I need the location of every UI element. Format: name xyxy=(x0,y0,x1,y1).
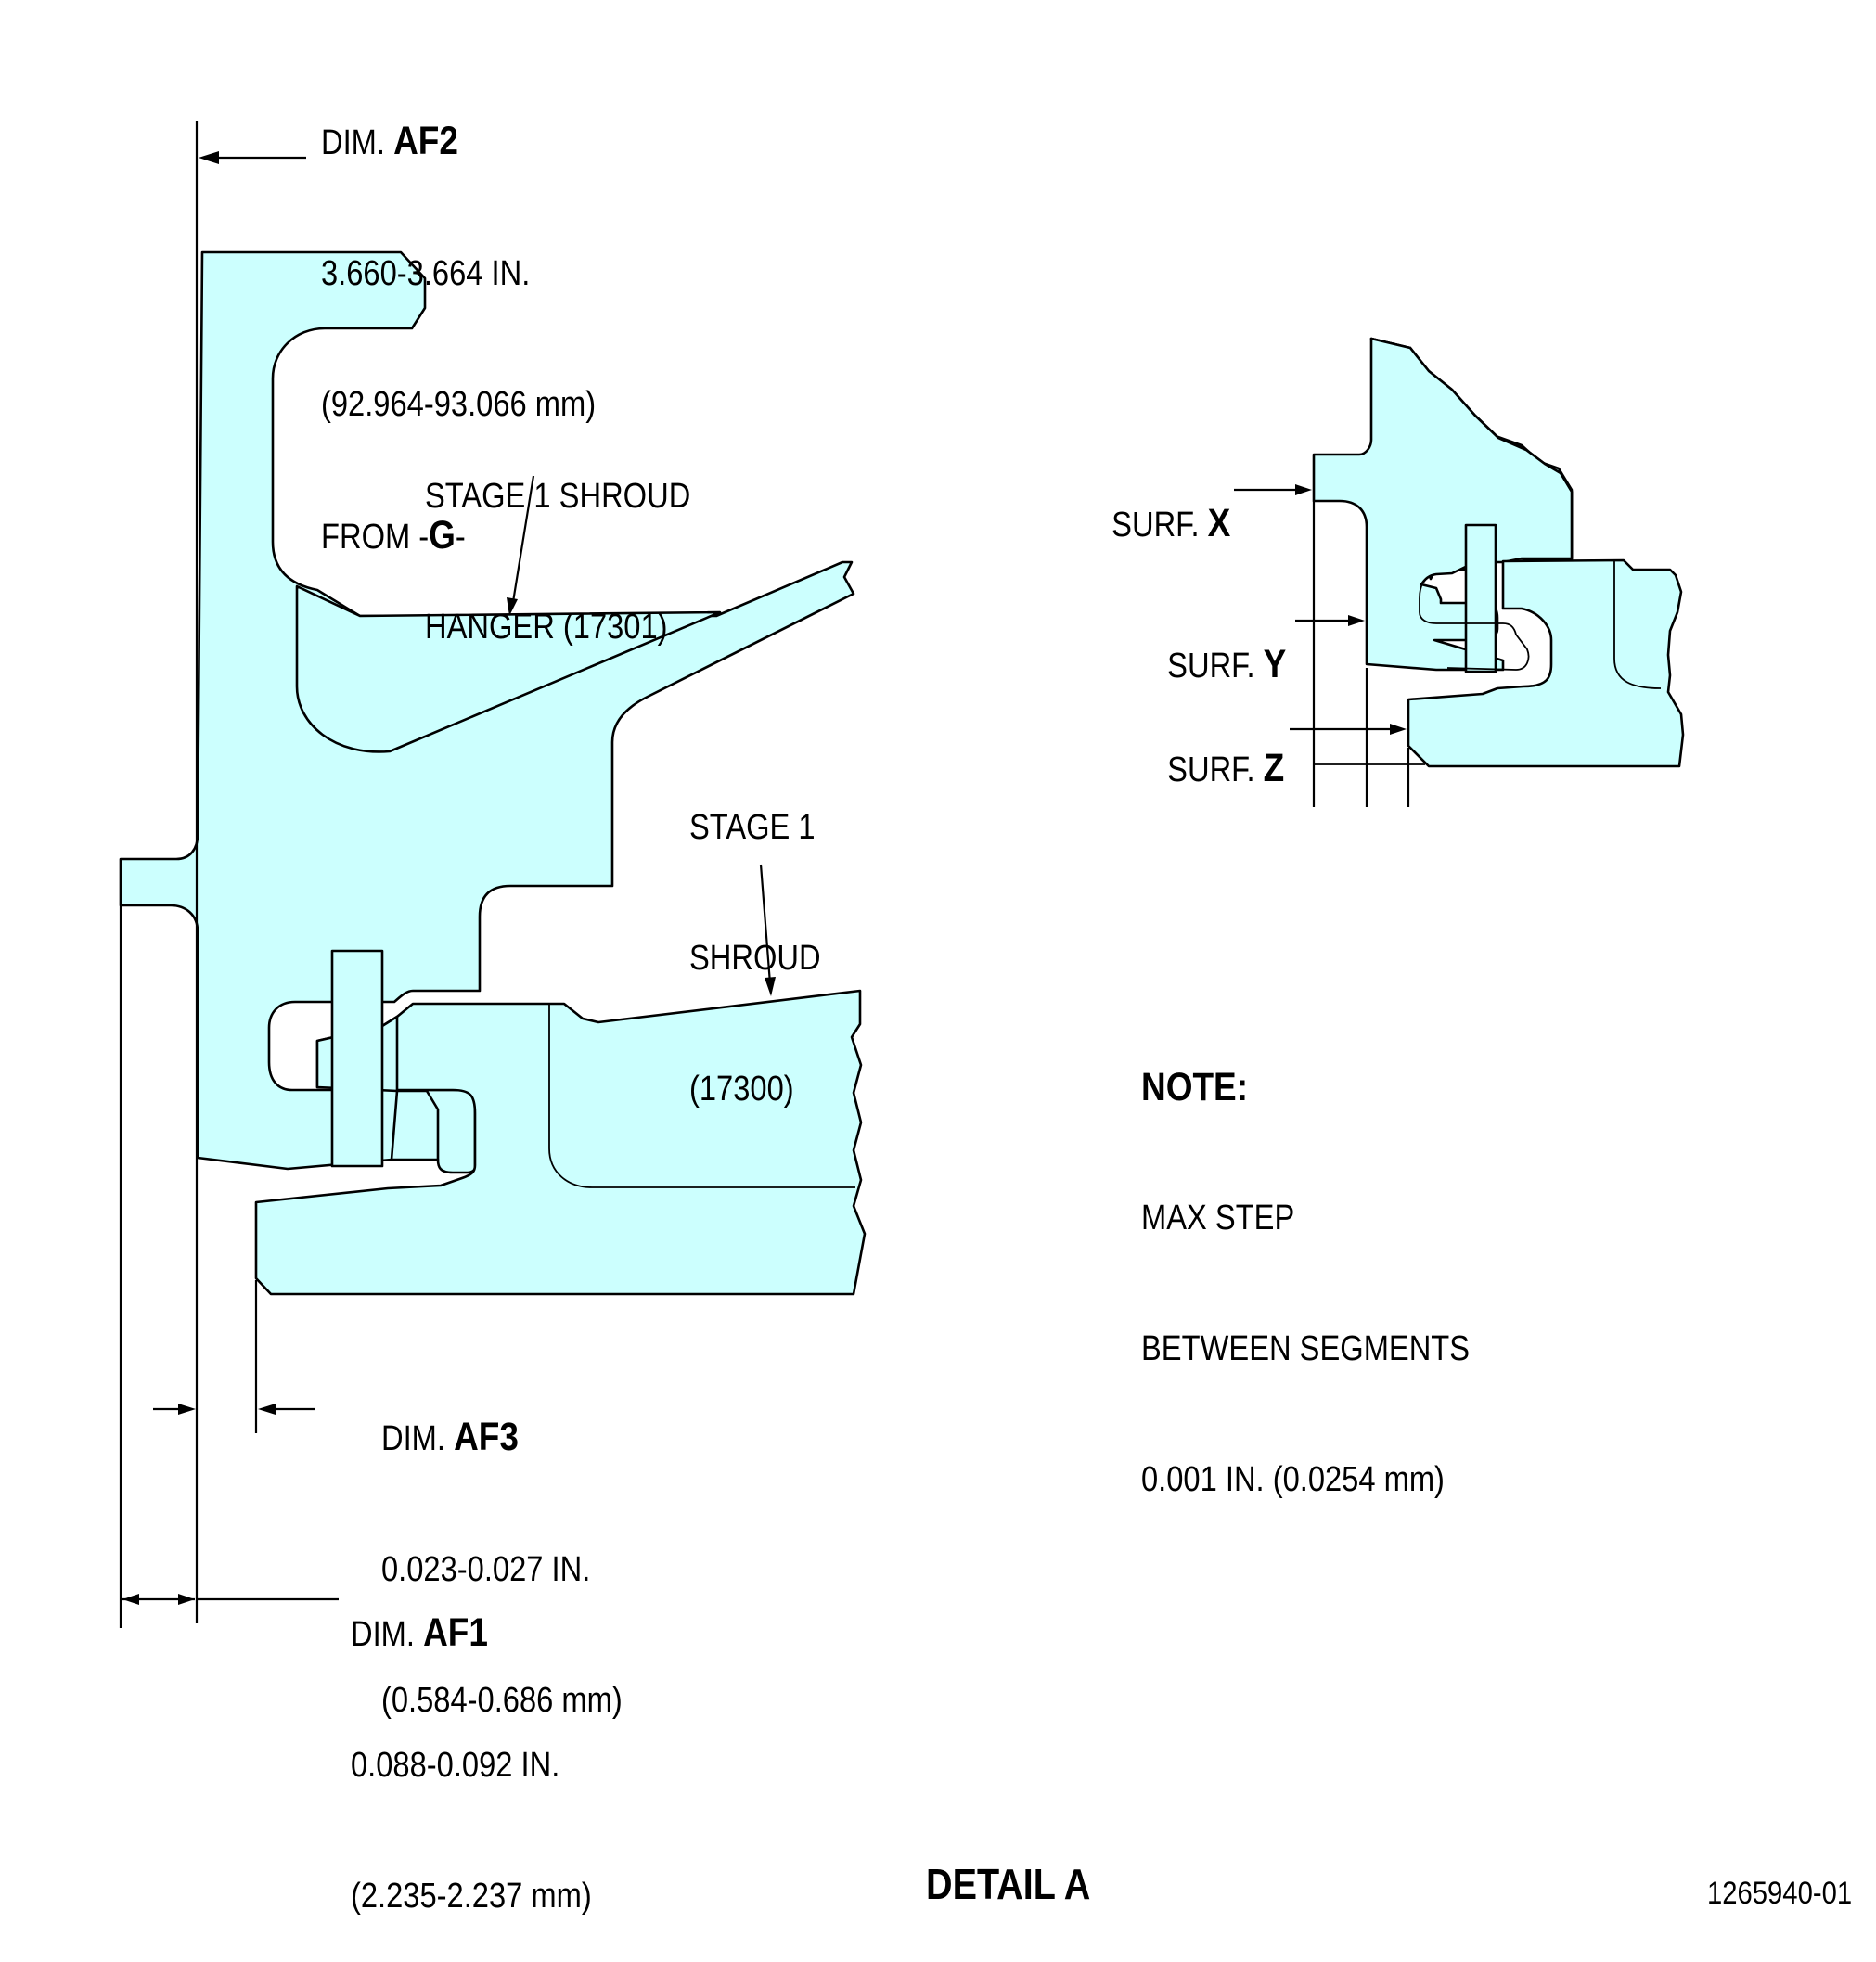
shroud-label-line2: SHROUD xyxy=(689,939,821,978)
shroud-leader xyxy=(759,864,772,984)
surf-z-label: SURF. Z xyxy=(1150,703,1284,792)
dim-af2-from-prefix: FROM - xyxy=(321,518,430,557)
note-line2: BETWEEN SEGMENTS xyxy=(1141,1329,1471,1368)
dim-af2-inches: 3.660-3.664 IN. xyxy=(321,254,531,293)
surf-z-arrowhead xyxy=(1390,724,1407,735)
af3-arrowhead-right xyxy=(258,1404,276,1415)
hanger-label-line2: HANGER (17301) xyxy=(425,608,668,647)
hanger-label: STAGE 1 SHROUD HANGER (17301) xyxy=(425,388,690,693)
dim-af1-prefix: DIM. xyxy=(351,1615,424,1654)
detail-title: DETAIL A xyxy=(926,1860,1091,1908)
dim-af2-from: FROM -G- xyxy=(321,514,596,559)
surf-y-prefix: SURF. xyxy=(1167,647,1264,686)
surf-y-label: SURF. Y xyxy=(1150,599,1286,688)
dim-af2-label: DIM. AF2 3.660-3.664 IN. (92.964-93.066 … xyxy=(321,32,596,603)
note-block: NOTE: MAX STEP BETWEEN SEGMENTS 0.001 IN… xyxy=(1141,979,1470,1545)
dim-af3-prefix: DIM. xyxy=(381,1419,455,1458)
dim-af1-mm: (2.235-2.237 mm) xyxy=(351,1877,592,1916)
hanger-leader-arrowhead xyxy=(507,597,518,616)
dim-af1-title: DIM. AF1 xyxy=(351,1611,592,1657)
af2-arrowhead xyxy=(199,151,219,164)
af1-arrowhead-left xyxy=(122,1594,139,1605)
surf-z-code: Z xyxy=(1263,746,1285,790)
detail-pin xyxy=(1464,523,1497,673)
af3-arrowhead-left xyxy=(178,1404,196,1415)
dim-af3-mm: (0.584-0.686 mm) xyxy=(381,1681,623,1720)
hanger-label-line1: STAGE 1 SHROUD xyxy=(425,477,691,516)
dim-af2-code: AF2 xyxy=(393,119,458,163)
dim-af2-datum: G xyxy=(429,513,456,558)
detail-hook-outline xyxy=(1419,573,1530,671)
shroud-hook xyxy=(390,1089,440,1161)
shroud-hanger-part xyxy=(119,250,855,1174)
hanger-leader xyxy=(510,475,535,609)
dim-af2-from-suffix: - xyxy=(455,518,466,557)
dim-af1-code: AF1 xyxy=(423,1610,488,1655)
note-line3: 0.001 IN. (0.0254 mm) xyxy=(1141,1460,1445,1499)
surf-x-label: SURF. X xyxy=(1095,458,1230,547)
drawing-number: 1265940-01 xyxy=(1707,1876,1853,1911)
surf-x-code: X xyxy=(1207,501,1231,545)
surf-x-prefix: SURF. xyxy=(1111,506,1208,545)
shroud-inner-line xyxy=(548,1004,855,1188)
dim-af2-mm: (92.964-93.066 mm) xyxy=(321,385,597,424)
dim-af1-label: DIM. AF1 0.088-0.092 IN. (2.235-2.237 mm… xyxy=(351,1524,592,1962)
surf-x-arrowhead xyxy=(1295,484,1312,495)
dim-af3-label: DIM. AF3 0.023-0.027 IN. (0.584-0.686 mm… xyxy=(381,1328,623,1766)
dim-af1-inches: 0.088-0.092 IN. xyxy=(351,1746,560,1785)
note-heading: NOTE: xyxy=(1141,1065,1249,1109)
surf-z-prefix: SURF. xyxy=(1167,750,1264,789)
surf-y-arrowhead xyxy=(1348,615,1365,626)
shroud-part xyxy=(254,989,867,1296)
dim-af2-prefix: DIM. xyxy=(321,123,394,162)
note-line1: MAX STEP xyxy=(1141,1199,1295,1237)
af1-arrowhead-right xyxy=(178,1594,195,1605)
shroud-label: STAGE 1 SHROUD (17300) xyxy=(689,719,821,1155)
dim-af3-title: DIM. AF3 xyxy=(381,1416,623,1461)
shroud-label-line1: STAGE 1 xyxy=(689,808,816,847)
surf-y-code: Y xyxy=(1263,642,1287,686)
anti-rotation-pin xyxy=(330,949,384,1168)
detail-shroud-inner xyxy=(1613,561,1662,689)
hanger-inner-slot xyxy=(295,584,722,753)
dim-af3-inches: 0.023-0.027 IN. xyxy=(381,1550,591,1589)
dim-af3-code: AF3 xyxy=(454,1415,519,1459)
shroud-label-line3: (17300) xyxy=(689,1070,794,1109)
dim-af2-title: DIM. AF2 xyxy=(321,120,596,165)
shroud-leader-arrowhead xyxy=(765,977,776,996)
